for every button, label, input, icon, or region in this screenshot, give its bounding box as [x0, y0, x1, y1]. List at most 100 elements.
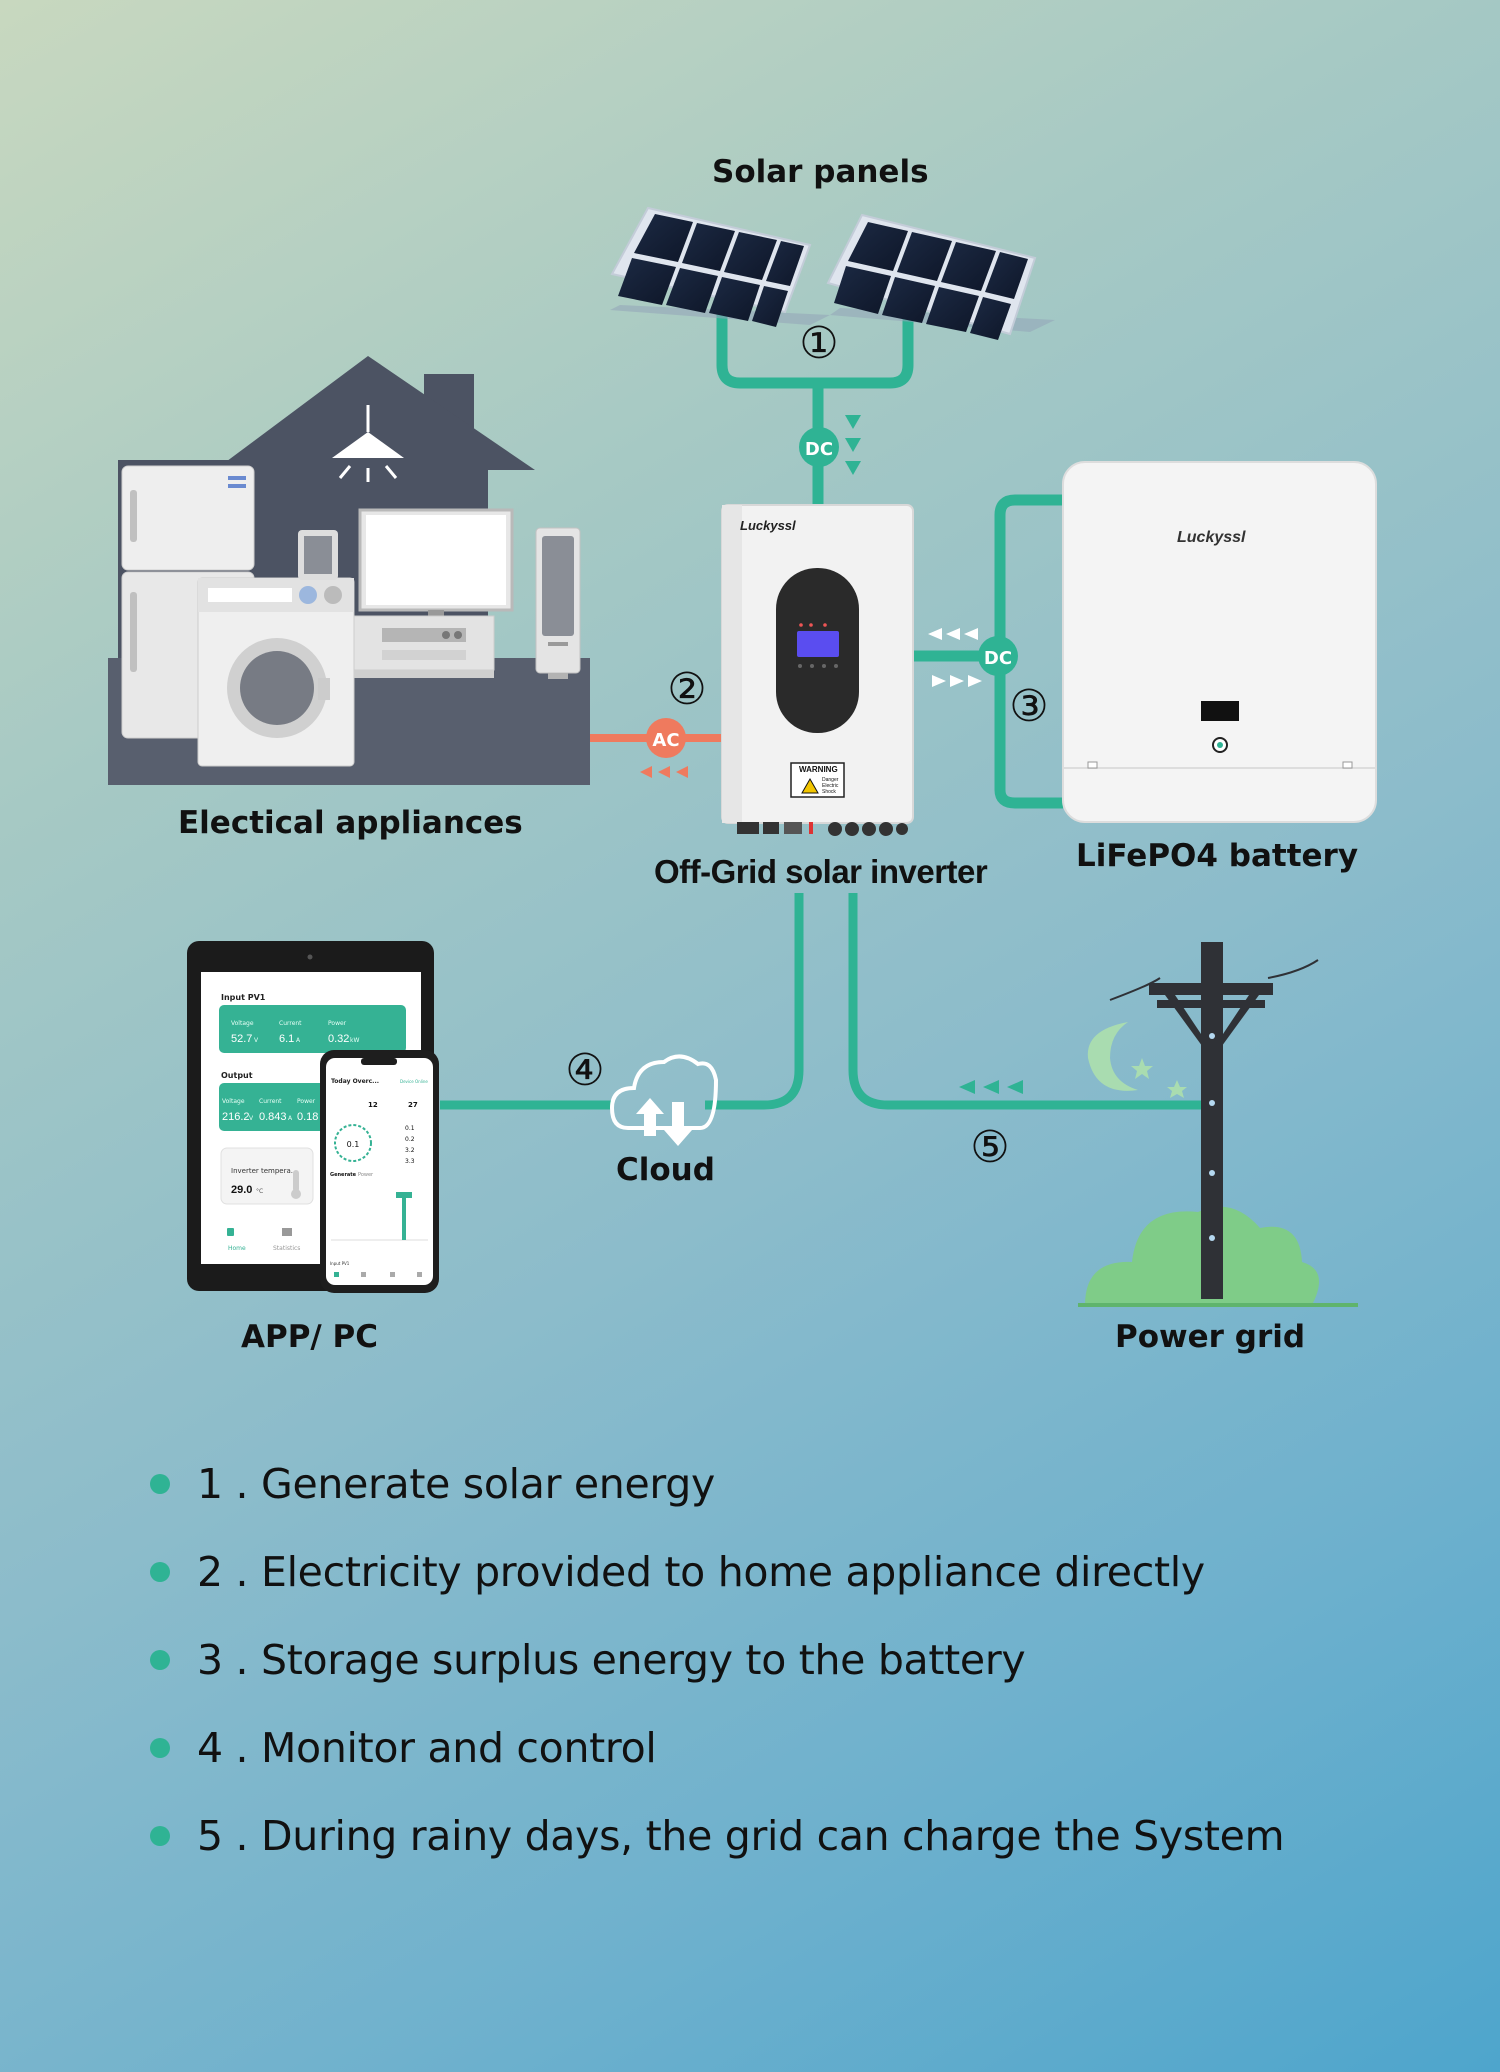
tablet-input-title: Input PV1 [221, 993, 266, 1002]
television [298, 508, 514, 616]
inverter-terminals [737, 822, 908, 836]
bullet-dot [150, 1826, 170, 1846]
svg-text:Shock: Shock [822, 789, 836, 795]
thermometer-icon [293, 1170, 299, 1192]
ac-arrow-3 [676, 766, 688, 778]
svg-text:Electric: Electric [822, 783, 839, 789]
solar-panel-right [826, 213, 1055, 340]
svg-text:0.2: 0.2 [405, 1136, 415, 1143]
svg-text:3.3: 3.3 [405, 1158, 415, 1165]
feature-text: 2 . Electricity provided to home applian… [197, 1548, 1205, 1596]
arrow-down-3 [845, 461, 861, 475]
list-item: 2 . Electricity provided to home applian… [150, 1528, 1284, 1616]
system-diagram: Luckyssl WARNING Danger Electric Shock [108, 206, 1377, 1307]
ac-badge: AC [646, 718, 686, 758]
feature-text: 4 . Monitor and control [197, 1724, 657, 1772]
battery-label: LiFePO4 battery [1076, 838, 1359, 874]
svg-text:0.843: 0.843 [259, 1111, 287, 1123]
ac-arrow-1 [640, 766, 652, 778]
svg-text:52.7: 52.7 [231, 1033, 252, 1045]
star-icon-2 [1167, 1080, 1187, 1098]
arrow-down-2 [845, 438, 861, 452]
svg-text:Current: Current [259, 1098, 282, 1105]
solar-panels-label: Solar panels [712, 154, 929, 190]
phone-chart-bar [402, 1197, 406, 1240]
svg-text:6.1: 6.1 [279, 1033, 294, 1045]
svg-text:Inverter tempera...: Inverter tempera... [231, 1167, 297, 1175]
flow-arrows [640, 415, 1023, 1094]
arrow-right-2 [950, 675, 964, 687]
svg-text:0.18: 0.18 [297, 1111, 318, 1123]
bullet-dot [150, 1474, 170, 1494]
house-roof [215, 356, 535, 470]
warning-sticker: WARNING Danger Electric Shock [790, 762, 845, 798]
feature-text: 1 . Generate solar energy [197, 1460, 715, 1508]
svg-text:3.2: 3.2 [405, 1147, 415, 1154]
washing-machine [197, 577, 355, 767]
svg-text:Current: Current [279, 1020, 302, 1027]
phone-gauge [334, 1124, 372, 1162]
inverter-brand: Luckyssl [740, 518, 796, 533]
tablet-output-title: Output [221, 1071, 253, 1080]
moon-icon [1087, 1022, 1138, 1091]
tablet-home-nav [227, 1228, 234, 1236]
arrow-left-2 [946, 628, 960, 640]
house-illustration [108, 356, 590, 785]
svg-text:Power: Power [328, 1020, 347, 1027]
svg-text:0.32: 0.32 [328, 1033, 349, 1045]
tablet-output-card [219, 1083, 332, 1131]
feature-text: 5 . During rainy days, the grid can char… [197, 1812, 1285, 1860]
step-5-marker: ⑤ [970, 1122, 1009, 1173]
phone-device: Today Overc... Device Online 12 27 0.1 0… [320, 1050, 439, 1293]
svg-text:Today Overc...: Today Overc... [331, 1078, 379, 1085]
inverter-to-grid-line [848, 893, 1206, 1110]
grid-arrow-1 [959, 1080, 975, 1094]
bullet-dot [150, 1738, 170, 1758]
dc-badge-top: DC [799, 427, 839, 467]
inverter-label: Off-Grid solar inverter [654, 853, 988, 890]
svg-text:Generate: Generate [330, 1172, 357, 1178]
cloud-icon [609, 1054, 719, 1146]
appliances-label: Electical appliances [178, 805, 523, 841]
bullet-dot [150, 1650, 170, 1670]
arrow-right-3 [968, 675, 982, 687]
speaker [535, 527, 581, 679]
star-icon [1131, 1058, 1153, 1079]
list-item: 4 . Monitor and control [150, 1704, 1284, 1792]
list-item: 1 . Generate solar energy [150, 1440, 1284, 1528]
arrow-down-1 [845, 415, 861, 429]
svg-text:Device Online: Device Online [400, 1079, 428, 1084]
app-pc-label: APP/ PC [241, 1319, 379, 1355]
solar-panel-left [610, 206, 830, 327]
dc-badge-right: DC [978, 636, 1018, 676]
utility-pole-icon [1109, 942, 1319, 1299]
svg-text:V: V [254, 1037, 259, 1044]
list-item: 3 . Storage surplus energy to the batter… [150, 1616, 1284, 1704]
ceiling-lamp [332, 405, 404, 482]
tablet-temp-card [220, 1147, 314, 1205]
inverter-lcd-screen [797, 631, 839, 657]
svg-text:Statistics: Statistics [273, 1245, 300, 1252]
svg-text:DC: DC [805, 439, 833, 460]
step-1-marker: ① [799, 318, 838, 369]
svg-text:Input PV1: Input PV1 [330, 1261, 350, 1266]
power-grid-label: Power grid [1115, 1319, 1306, 1355]
list-item: 5 . During rainy days, the grid can char… [150, 1792, 1285, 1880]
svg-text:A: A [296, 1037, 301, 1044]
svg-text:Danger: Danger [822, 777, 839, 783]
svg-text:0.1: 0.1 [405, 1125, 415, 1132]
svg-text:WARNING: WARNING [799, 765, 838, 774]
battery-unit: Luckyssl [1062, 461, 1377, 823]
grid-scene [1078, 942, 1358, 1307]
arrow-left-3 [964, 628, 978, 640]
svg-text:Home: Home [228, 1245, 246, 1252]
grid-arrow-2 [983, 1080, 999, 1094]
svg-text:Voltage: Voltage [222, 1098, 245, 1105]
cloud-label: Cloud [616, 1152, 715, 1188]
svg-text:kW: kW [350, 1037, 359, 1044]
inverter-unit: Luckyssl WARNING Danger Electric Shock [721, 504, 914, 836]
inverter-to-cloud-line [705, 893, 804, 1110]
svg-text:DC: DC [984, 648, 1012, 669]
svg-text:V: V [249, 1115, 254, 1122]
